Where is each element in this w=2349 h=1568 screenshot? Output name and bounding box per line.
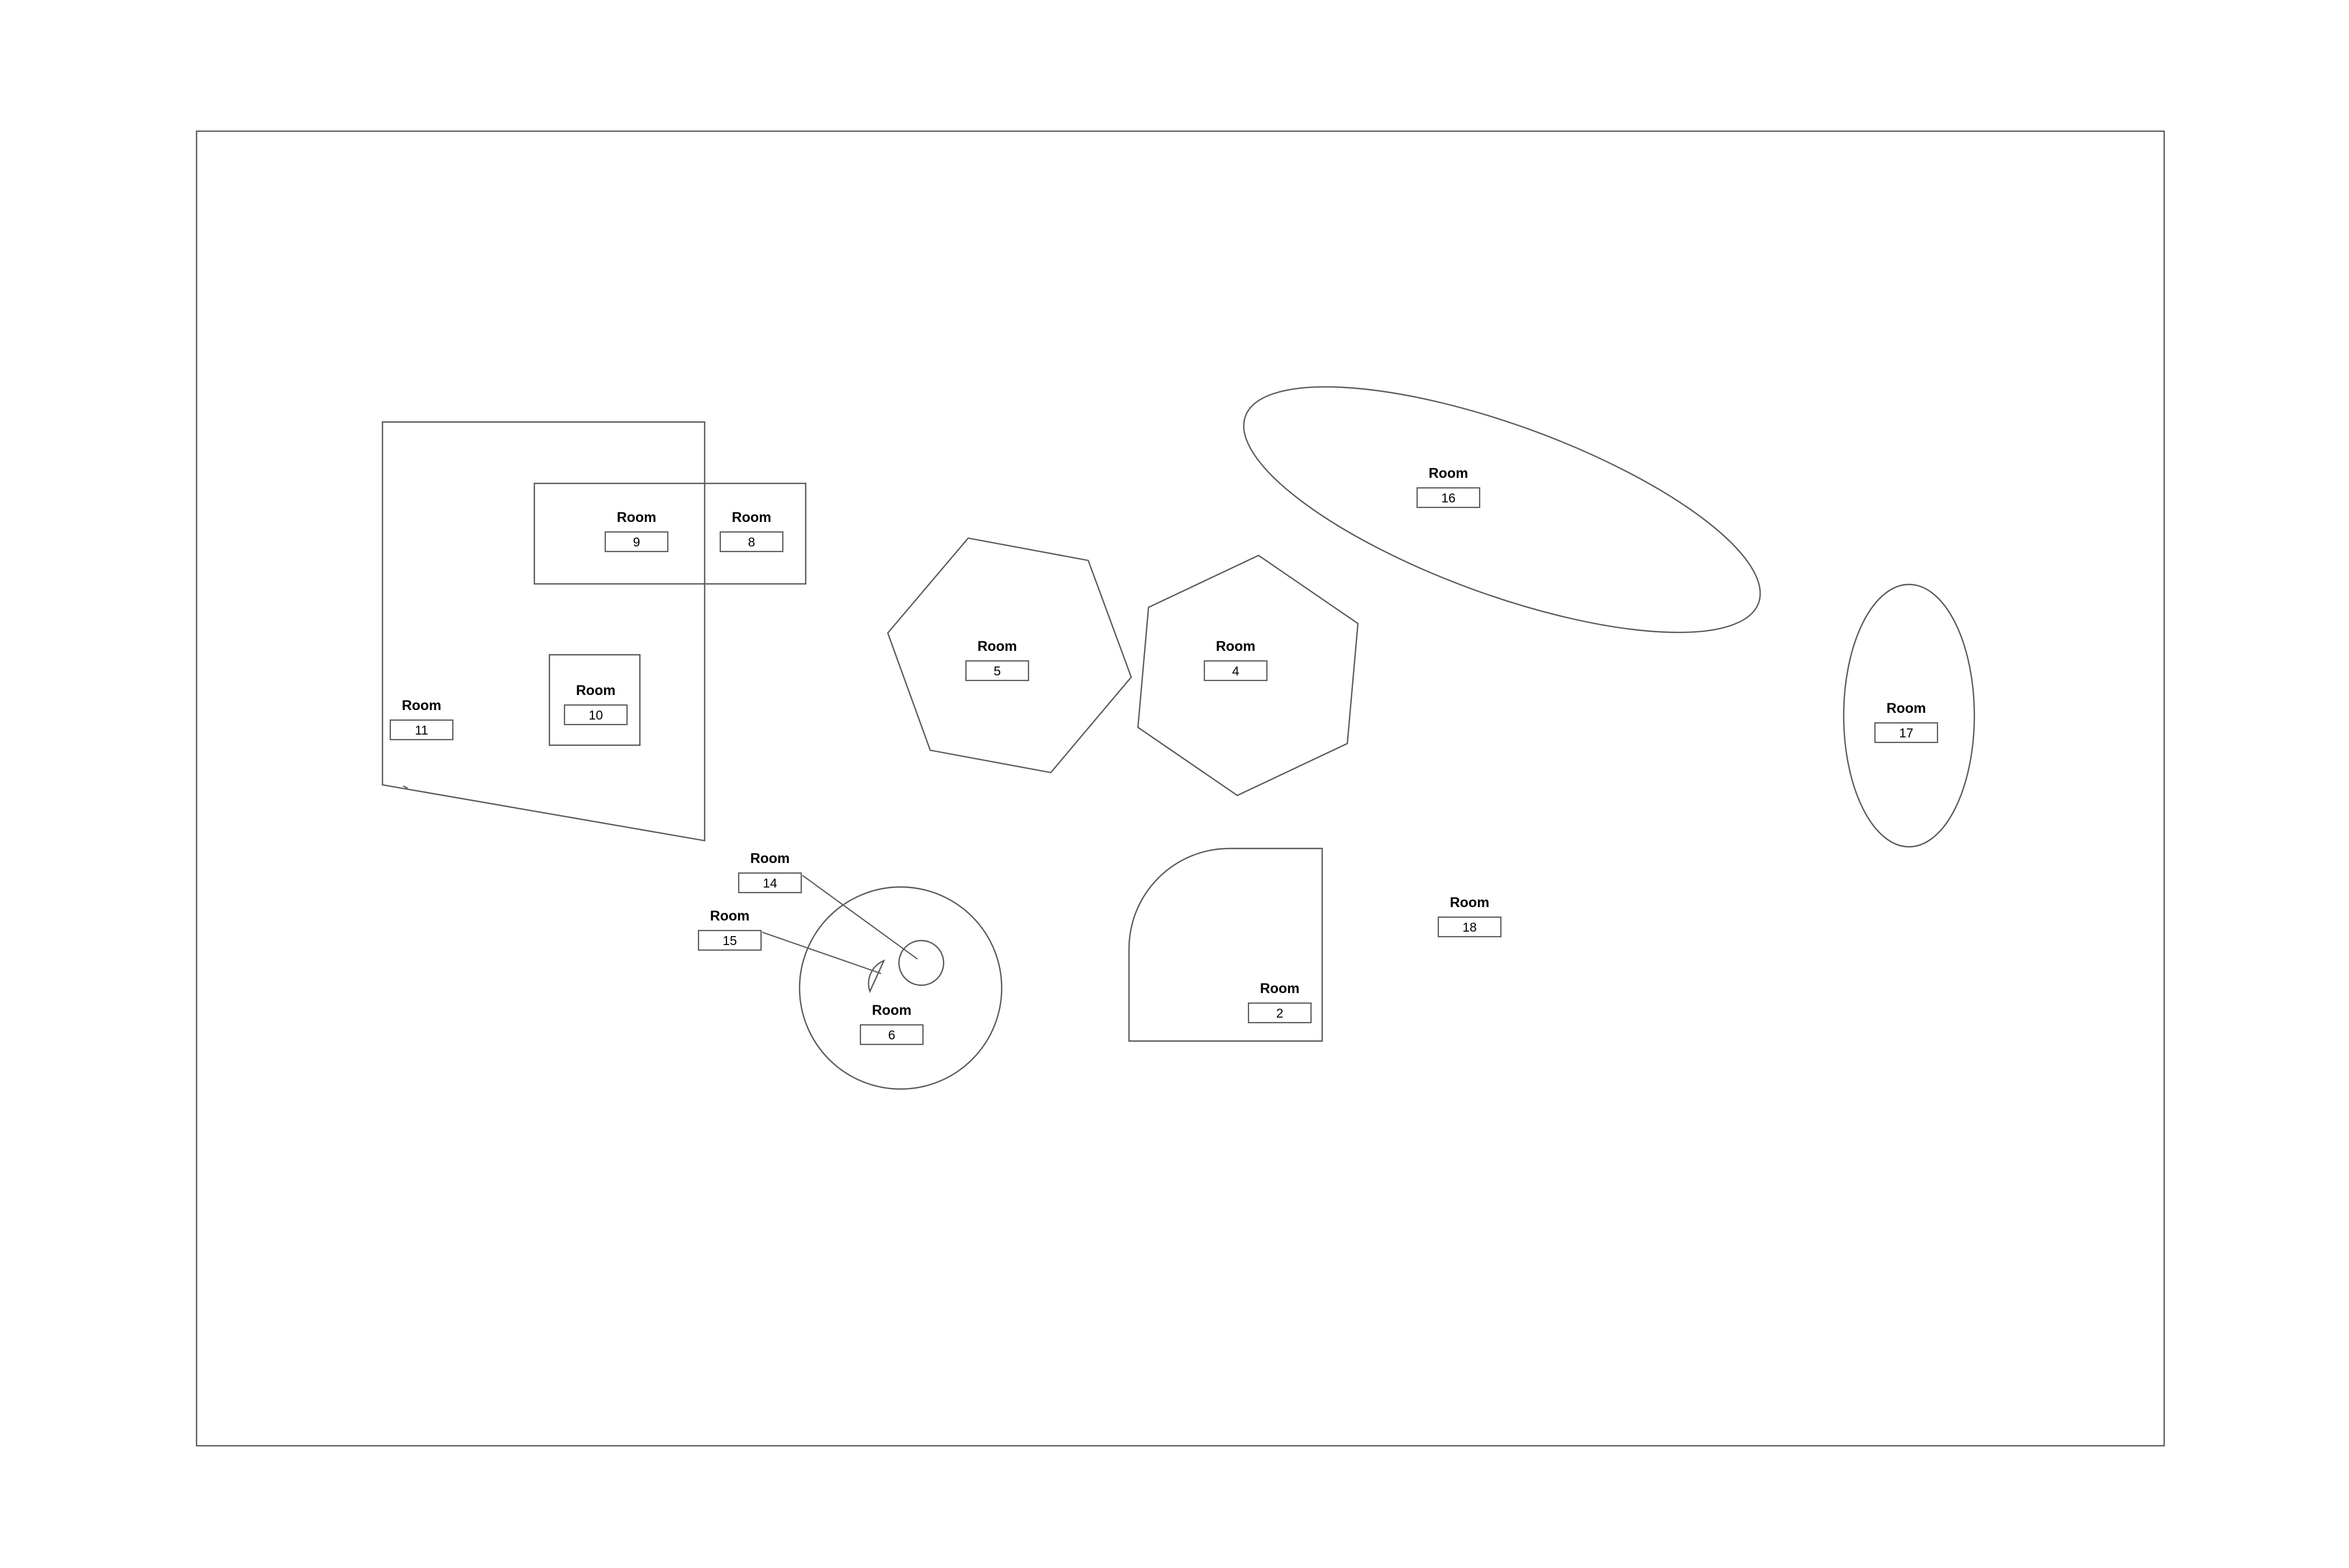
room-tag-5[interactable]: Room 5 — [965, 639, 1030, 682]
room-tag-number: 10 — [589, 708, 603, 722]
room-tag-18[interactable]: Room 18 — [1437, 895, 1502, 938]
sheet-border — [195, 130, 2165, 1447]
room-15-boundary[interactable] — [868, 959, 886, 994]
room-tag-number: 14 — [763, 876, 777, 890]
room-tag-number: 4 — [1232, 664, 1240, 678]
room-tag-name: Room — [750, 851, 790, 866]
room-17-boundary[interactable] — [1843, 583, 1975, 848]
room-tag-number-box — [1416, 487, 1481, 509]
room-tag-number-box — [859, 1024, 924, 1046]
room-tag-16[interactable]: Room 16 — [1416, 466, 1481, 509]
room-14-boundary[interactable] — [898, 939, 945, 986]
room-tag-name: Room — [1887, 701, 1926, 716]
room-tag-9[interactable]: Room 9 — [604, 510, 669, 553]
room-tag-number-box — [738, 872, 802, 894]
room-tag-11[interactable]: Room 11 — [389, 698, 454, 741]
room-15-leader — [762, 931, 882, 975]
room-tag-6[interactable]: Room 6 — [859, 1003, 924, 1046]
room-tag-name: Room — [1260, 981, 1300, 996]
room-tag-number-box — [719, 531, 784, 553]
room-tag-number: 9 — [633, 535, 640, 549]
room-16-boundary[interactable] — [1217, 337, 1788, 683]
room-tag-number: 15 — [723, 933, 737, 948]
room-tag-number: 18 — [1462, 920, 1477, 934]
room-tag-name: Room — [978, 639, 1017, 654]
room-11-boundary[interactable] — [381, 421, 706, 842]
room-tag-name: Room — [576, 683, 616, 698]
room-tag-name: Room — [872, 1003, 912, 1018]
room-tag-name: Room — [710, 908, 750, 924]
tick-mark — [403, 785, 408, 789]
room-tag-number-box — [563, 704, 628, 726]
room-tag-name: Room — [732, 510, 772, 525]
room-tag-name: Room — [617, 510, 657, 525]
room-tag-number: 6 — [888, 1028, 896, 1042]
room-tag-number-box — [965, 660, 1030, 682]
room-tag-number-box — [604, 531, 669, 553]
room-5-boundary[interactable] — [887, 537, 1132, 774]
room-14-leader — [802, 875, 918, 960]
room-tag-number: 5 — [994, 664, 1001, 678]
room-10-boundary[interactable] — [548, 654, 641, 746]
room-tag-number: 11 — [415, 723, 428, 737]
room-tag-number-box — [389, 719, 454, 741]
room-8-9-boundary[interactable] — [533, 482, 807, 585]
room-tag-4[interactable]: Room 4 — [1203, 639, 1268, 682]
room-tag-name: Room — [402, 698, 442, 713]
room-tag-number-box — [1203, 660, 1268, 682]
room-4-boundary[interactable] — [1137, 554, 1359, 797]
room-tag-17[interactable]: Room 17 — [1874, 701, 1939, 744]
room-tag-number: 16 — [1441, 491, 1456, 505]
room-tag-number-box — [1437, 916, 1502, 938]
room-tag-number-box — [1874, 722, 1939, 744]
room-tag-name: Room — [1429, 466, 1468, 481]
room-tag-number-box — [1247, 1002, 1312, 1024]
room-tag-name: Room — [1450, 895, 1490, 910]
room-tag-10[interactable]: Room 10 — [563, 683, 628, 726]
room-2-boundary[interactable] — [1128, 847, 1323, 1042]
room-tag-number: 17 — [1899, 726, 1913, 740]
room-6-boundary[interactable] — [798, 886, 1003, 1090]
room-tag-8[interactable]: Room 8 — [719, 510, 784, 553]
room-tag-number-box — [697, 929, 762, 951]
room-tag-number: 8 — [748, 535, 755, 549]
room-tag-15[interactable]: Room 15 — [697, 908, 762, 951]
room-tag-2[interactable]: Room 2 — [1247, 981, 1312, 1024]
room-tag-name: Room — [1216, 639, 1256, 654]
room-tag-14[interactable]: Room 14 — [738, 851, 802, 894]
room-tag-number: 2 — [1276, 1006, 1284, 1020]
